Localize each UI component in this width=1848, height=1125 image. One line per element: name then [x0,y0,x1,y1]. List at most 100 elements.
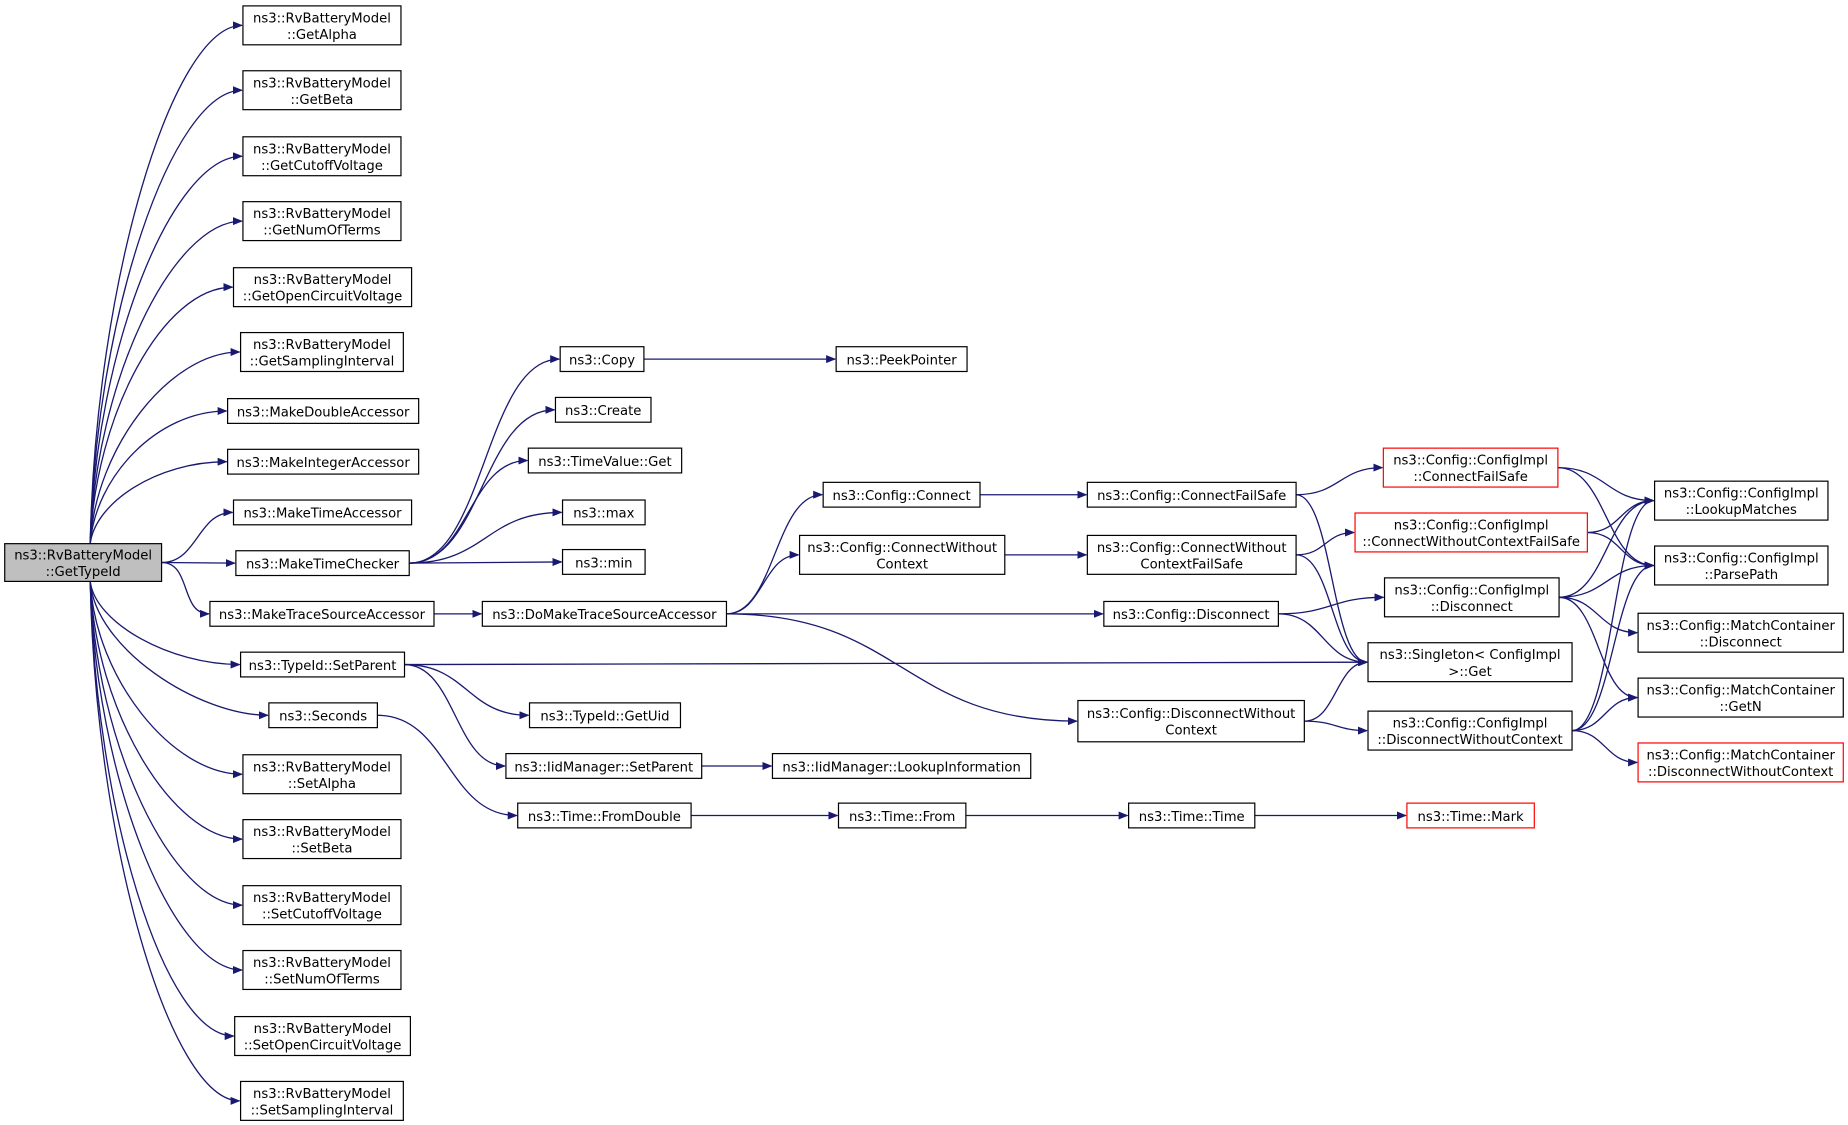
node-setcutoff[interactable]: ns3::RvBatteryModel::SetCutoffVoltage [242,885,402,926]
node-connectwithoutctx[interactable]: ns3::Config::ConnectWithoutContext [798,534,1006,575]
node-box [554,396,652,423]
edge-connectfailsafe-to-implconnectfailsafe [1296,463,1384,496]
node-connectfailsafe[interactable]: ns3::Config::ConnectFailSafe [1086,481,1297,508]
node-makedouble[interactable]: ns3::MakeDoubleAccessor [227,398,420,424]
node-label-line: ::Disconnect [1700,635,1782,650]
node-box [1637,742,1844,783]
edge-disconnectwithoutctx-to-impldisconnectwithoutctx [1304,720,1369,735]
node-mcgetn[interactable]: ns3::Config::MatchContainer::GetN [1637,677,1844,718]
node-timetime[interactable]: ns3::Time::Time [1128,802,1256,829]
node-mcdisconnect[interactable]: ns3::Config::MatchContainer::Disconnect [1637,612,1844,653]
node-box [1383,577,1560,618]
edge-typeidsetparent-to-getuid [404,663,530,720]
edge-root-to-seconds [89,581,269,720]
node-root[interactable]: ns3::RvBatteryModel::GetTypeId [4,543,163,583]
node-box [1367,642,1573,683]
node-implconnectfailsafe[interactable]: ns3::Config::ConfigImpl::ConnectFailSafe [1382,447,1559,488]
node-max[interactable]: ns3::max [561,499,646,526]
node-box [232,267,413,308]
node-create[interactable]: ns3::Create [554,396,652,423]
node-box [822,481,981,508]
node-maketimechecker[interactable]: ns3::MakeTimeChecker [235,550,410,577]
node-box [837,802,967,829]
node-implconnectwithoutctxfs[interactable]: ns3::Config::ConfigImpl::ConnectWithoutC… [1354,512,1588,553]
node-parsepath[interactable]: ns3::Config::ConfigImpl::ParsePath [1653,545,1829,586]
node-box [528,702,682,729]
node-getuid[interactable]: ns3::TypeId::GetUid [528,702,682,729]
node-configdisconnect[interactable]: ns3::Config::Disconnect [1103,600,1279,627]
node-typeidsetparent[interactable]: ns3::TypeId::SetParent [239,651,406,678]
node-box [235,550,410,577]
node-box [1077,699,1305,743]
node-lookupmatches[interactable]: ns3::Config::ConfigImpl::LookupMatches [1653,480,1829,521]
node-box [209,600,435,627]
node-timemark[interactable]: ns3::Time::Mark [1406,802,1535,829]
node-impldisconnectwithoutctx[interactable]: ns3::Config::ConfigImpl::DisconnectWitho… [1367,710,1573,751]
node-setalpha[interactable]: ns3::RvBatteryModel::SetAlpha [242,754,402,795]
node-min[interactable]: ns3::min [561,548,646,575]
node-label-line: ns3::RvBatteryModel [254,273,392,288]
node-label-line: ns3::Config::ConfigImpl [1664,552,1819,567]
node-peekpointer[interactable]: ns3::PeekPointer [835,346,968,373]
node-box [234,1015,412,1057]
node-connectwithoutctxfs[interactable]: ns3::Config::ConnectWithoutContextFailSa… [1086,534,1297,575]
edge-connectwithoutctxfs-to-singletonget [1296,554,1369,667]
node-getnumterms[interactable]: ns3::RvBatteryModel::GetNumOfTerms [242,201,402,242]
node-fromdouble[interactable]: ns3::Time::FromDouble [517,802,692,829]
node-setopencv[interactable]: ns3::RvBatteryModel::SetOpenCircuitVolta… [234,1015,412,1057]
node-label-line: ns3::MakeTraceSourceAccessor [219,608,426,623]
node-box [242,949,402,991]
node-setsampling[interactable]: ns3::RvBatteryModel::SetSamplingInterval [239,1080,404,1121]
node-label-line: ns3::RvBatteryModel [253,956,391,971]
node-box [561,499,646,526]
node-timefrom[interactable]: ns3::Time::From [837,802,967,829]
node-makeinteger[interactable]: ns3::MakeIntegerAccessor [227,448,420,475]
edge-connectwithoutctxfs-to-implconnectwithoutctxfs [1296,528,1356,556]
edge-root-to-getopencv [89,283,234,544]
node-impldisconnect[interactable]: ns3::Config::ConfigImpl::Disconnect [1383,577,1560,618]
edge-maketimechecker-to-min [409,558,563,567]
node-domaketrace[interactable]: ns3::DoMakeTraceSourceAccessor [481,600,728,627]
node-disconnectwithoutctx[interactable]: ns3::Config::DisconnectWithoutContext [1077,699,1305,743]
node-box [4,543,163,583]
node-label-line: ns3::TypeId::GetUid [540,710,669,725]
node-label-line: ns3::RvBatteryModel [253,207,391,222]
node-configconnect[interactable]: ns3::Config::Connect [822,481,981,508]
node-box [242,136,402,177]
node-box [559,346,645,373]
node-label-line: ::GetCutoffVoltage [261,159,383,174]
node-copy[interactable]: ns3::Copy [559,346,645,373]
node-label-line: ns3::Config::MatchContainer [1646,748,1835,763]
node-label-line: ::ConnectWithoutContextFailSafe [1362,535,1580,550]
node-box [1128,802,1256,829]
node-getbeta[interactable]: ns3::RvBatteryModel::GetBeta [242,70,402,111]
node-mcdisconnectwithoutctx[interactable]: ns3::Config::MatchContainer::DisconnectW… [1637,742,1844,783]
node-getsampling[interactable]: ns3::RvBatteryModel::GetSamplingInterval [239,331,404,373]
node-box [242,5,402,46]
node-box [232,499,413,526]
node-maketimeacc[interactable]: ns3::MakeTimeAccessor [232,499,413,526]
node-label-line: ns3::Config::ConnectWithout [807,541,997,556]
node-label-line: ::SetAlpha [288,777,356,792]
node-label-line: ::GetSamplingInterval [250,355,395,370]
node-setnumterms[interactable]: ns3::RvBatteryModel::SetNumOfTerms [242,949,402,991]
node-getcutoff[interactable]: ns3::RvBatteryModel::GetCutoffVoltage [242,136,402,177]
node-setbeta[interactable]: ns3::RvBatteryModel::SetBeta [242,819,402,860]
node-timevalueget[interactable]: ns3::TimeValue::Get [527,447,683,474]
node-lookupinfo[interactable]: ns3::IidManager::LookupInformation [771,752,1032,779]
node-label-line: ::Disconnect [1431,600,1513,615]
node-box [242,70,402,111]
node-box [771,752,1032,779]
edge-root-to-makeinteger [89,457,228,544]
node-iidsetparent[interactable]: ns3::IidManager::SetParent [505,752,703,779]
node-maketraceacc[interactable]: ns3::MakeTraceSourceAccessor [209,600,435,627]
edge-root-to-setalpha [89,581,243,779]
edge-root-to-setsampling [89,581,241,1105]
node-singletonget[interactable]: ns3::Singleton< ConfigImpl >::Get [1367,642,1573,683]
node-label-line: ns3::Time::Time [1139,810,1245,825]
node-getopencv[interactable]: ns3::RvBatteryModel::GetOpenCircuitVolta… [232,267,413,308]
node-getalpha[interactable]: ns3::RvBatteryModel::GetAlpha [242,5,402,46]
node-seconds[interactable]: ns3::Seconds [268,702,378,729]
edge-impldisconnectwithoutctx-to-parsepath [1572,561,1655,732]
node-label-line: ::GetNumOfTerms [263,224,380,239]
